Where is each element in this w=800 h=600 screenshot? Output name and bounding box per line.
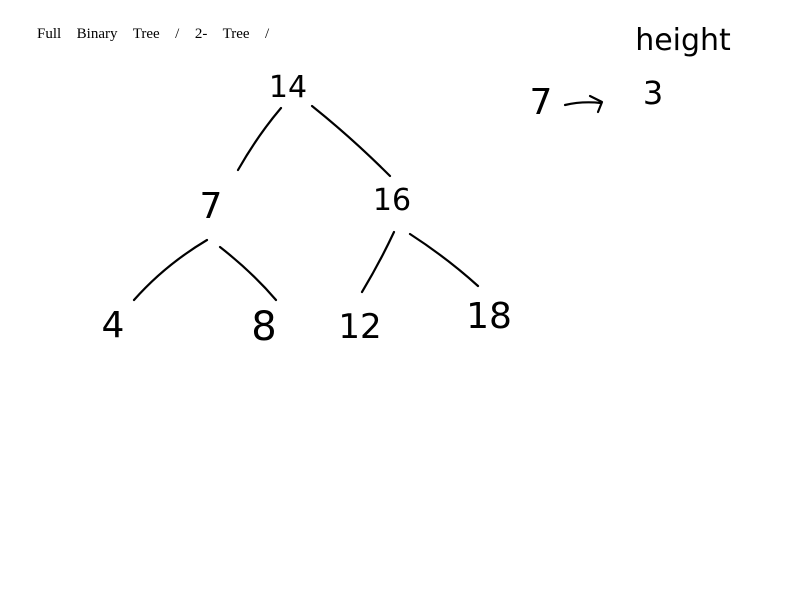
edge-root-left xyxy=(236,106,283,172)
arrow-icon xyxy=(563,94,604,114)
edge-right-rightleft xyxy=(360,230,396,294)
node-left: 7 xyxy=(200,186,223,227)
node-right-left: 12 xyxy=(338,307,381,347)
node-root: 14 xyxy=(269,70,307,105)
height-label: height xyxy=(635,23,731,58)
node-right: 16 xyxy=(373,183,411,218)
edge-left-leftleft xyxy=(132,238,209,302)
node-right-right: 18 xyxy=(466,296,512,337)
edge-root-right xyxy=(310,104,392,178)
note-nodes: 7 xyxy=(530,82,553,123)
edge-left-leftright xyxy=(218,245,278,302)
node-left-right: 8 xyxy=(251,304,276,350)
node-left-left: 4 xyxy=(102,305,125,346)
edge-right-rightright xyxy=(408,232,480,288)
page-heading: Full Binary Tree / 2- Tree / xyxy=(37,26,270,42)
note-height: 3 xyxy=(643,74,663,112)
